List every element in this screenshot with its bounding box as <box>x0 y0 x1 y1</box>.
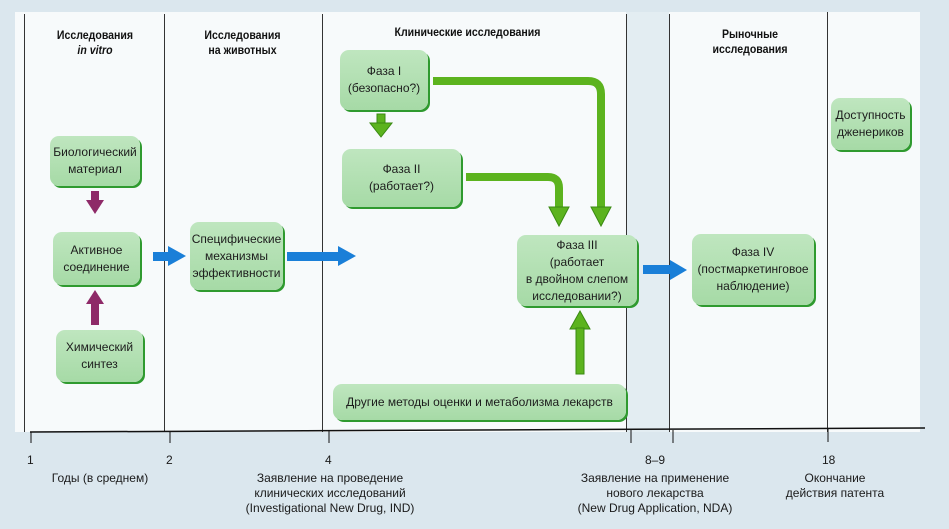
box-phase-4: Фаза IV (постмаркетинговое наблюдение) <box>692 234 814 305</box>
box-label: Фаза II (работает?) <box>368 162 435 193</box>
column-divider <box>322 14 323 432</box>
timeline-axis <box>29 427 926 433</box>
box-biological-material: Биологический материал <box>50 136 140 186</box>
column-title-line: Исследования <box>204 28 281 42</box>
column-title-market: Рыночные исследования <box>697 27 803 57</box>
column-divider <box>626 14 627 432</box>
column-title-italic: in vitro <box>77 43 113 57</box>
column-title-in-vitro: Исследования in vitro <box>38 28 152 58</box>
tick-label-4: 4 <box>325 453 332 467</box>
box-phase-2: Фаза II (работает?) <box>342 149 461 207</box>
blue-arrow-to-clinical <box>287 246 356 266</box>
box-generics-availability: Доступность дженериков <box>831 98 910 150</box>
column-title-line: Клинические исследования <box>394 25 541 39</box>
patent-expiry-label: Окончание действия патента <box>785 471 885 500</box>
column-title-line: исследования <box>712 42 788 56</box>
tick-label-8-9: 8–9 <box>645 453 666 467</box>
column-title-animal: Исследования на животных <box>179 28 307 58</box>
box-chemical-synthesis: Химический синтез <box>56 330 143 382</box>
purple-arrow-down <box>86 191 104 214</box>
column-title-line: на животных <box>208 43 277 57</box>
box-specific-mechanisms: Специфические механизмы эффективности <box>190 222 283 290</box>
box-label: Фаза III (работает в двойном слепом иссл… <box>525 237 629 303</box>
blue-arrow-to-mechanisms <box>153 246 186 266</box>
box-label: Доступность дженериков <box>835 108 906 139</box>
nda-review-band <box>626 12 669 432</box>
box-label: Фаза IV (постмаркетинговое наблюдение) <box>697 245 809 293</box>
ind-label: Заявление на проведение клинических иссл… <box>245 471 415 515</box>
green-arrowhead <box>590 206 612 228</box>
box-phase-1: Фаза I (безопасно?) <box>340 50 428 110</box>
green-arrow-phase2-to-phase3 <box>466 173 563 208</box>
box-label: Активное соединение <box>63 242 130 274</box>
tick-label-18: 18 <box>822 453 836 467</box>
purple-arrow-up <box>86 290 104 325</box>
column-title-line: in vitro <box>38 43 152 58</box>
column-divider <box>164 14 165 432</box>
column-title-clinical: Клинические исследования <box>373 25 562 40</box>
blue-arrow-to-phase4 <box>643 260 687 280</box>
column-title-line: Исследования <box>56 28 134 42</box>
box-phase-3: Фаза III (работает в двойном слепом иссл… <box>517 235 637 306</box>
green-arrow-methods-to-phase3 <box>569 309 591 375</box>
box-label: Химический синтез <box>65 340 134 371</box>
years-label: Годы (в среднем) <box>51 471 149 485</box>
tick-label-2: 2 <box>166 453 173 467</box>
column-divider <box>669 14 670 432</box>
tick-label-1: 1 <box>27 453 34 467</box>
box-label: Другие методы оценки и метаболизма лекар… <box>346 394 613 409</box>
box-active-compound: Активное соединение <box>53 232 140 285</box>
box-label: Специфические механизмы эффективности <box>191 231 282 280</box>
column-divider <box>827 12 828 432</box>
box-label: Биологический материал <box>53 145 137 176</box>
box-other-methods: Другие методы оценки и метаболизма лекар… <box>333 384 626 420</box>
green-arrowhead <box>548 206 570 228</box>
box-label: Фаза I (безопасно?) <box>347 64 421 95</box>
green-arrow-phase1-to-phase2 <box>368 113 394 138</box>
nda-label: Заявление на применение нового лекарства… <box>577 471 733 515</box>
column-title-line: Рыночные <box>721 27 779 41</box>
green-arrow-phase1-to-phase3 <box>433 77 605 208</box>
column-divider <box>24 14 25 432</box>
